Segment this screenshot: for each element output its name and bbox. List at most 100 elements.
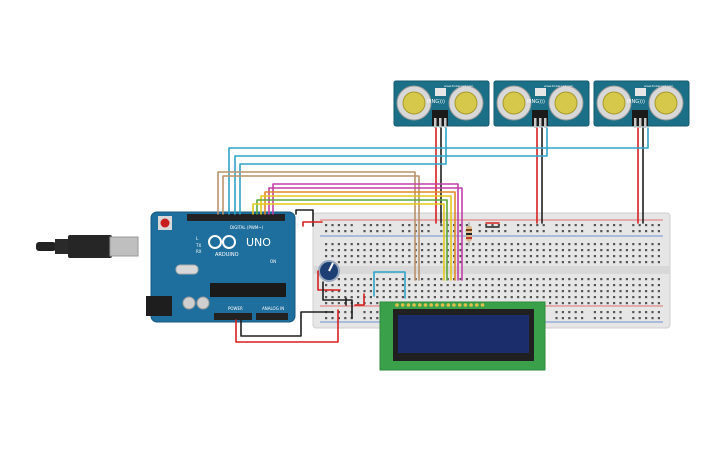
breadboard-hole <box>606 230 609 233</box>
breadboard[interactable] <box>312 212 671 329</box>
breadboard-hole <box>421 290 424 293</box>
breadboard-hole <box>433 296 436 299</box>
breadboard-hole <box>510 284 513 287</box>
arduino-uno-board[interactable]: UNO ARDUINO DIGITAL (PWM~) L TX RX ON PO… <box>36 211 296 323</box>
resistor <box>466 222 472 246</box>
breadboard-hole <box>555 302 558 305</box>
breadboard-hole <box>357 290 360 293</box>
lcd-pin <box>435 303 439 307</box>
breadboard-hole <box>632 296 635 299</box>
breadboard-hole <box>497 255 500 258</box>
breadboard-hole <box>344 284 347 287</box>
breadboard-hole <box>536 249 539 252</box>
breadboard-hole <box>645 278 648 281</box>
breadboard-hole <box>376 290 379 293</box>
breadboard-hole <box>337 278 340 281</box>
breadboard-hole <box>491 255 494 258</box>
breadboard-hole <box>657 249 660 252</box>
breadboard-hole <box>529 255 532 258</box>
breadboard-hole <box>606 243 609 246</box>
lcd-pin <box>457 303 462 307</box>
breadboard-hole <box>478 255 481 258</box>
breadboard-hole <box>651 296 654 299</box>
breadboard-hole <box>440 224 443 227</box>
breadboard-hole <box>421 261 424 264</box>
breadboard-hole <box>523 243 526 246</box>
breadboard-hole <box>587 290 590 293</box>
breadboard-hole <box>440 296 443 299</box>
breadboard-hole <box>510 278 513 281</box>
breadboard-hole <box>613 302 616 305</box>
breadboard-hole <box>625 278 628 281</box>
breadboard-hole <box>350 296 353 299</box>
breadboard-hole <box>645 290 648 293</box>
breadboard-hole <box>593 311 596 314</box>
breadboard-hole <box>472 296 475 299</box>
breadboard-hole <box>497 296 500 299</box>
breadboard-hole <box>472 261 475 264</box>
breadboard-hole <box>587 261 590 264</box>
breadboard-hole <box>401 261 404 264</box>
breadboard-hole <box>657 230 660 233</box>
digital-header <box>187 214 285 221</box>
breadboard-hole <box>408 243 411 246</box>
lcd-pin <box>463 303 468 307</box>
lcd-pin <box>475 303 479 307</box>
breadboard-hole <box>344 224 347 227</box>
sensor-pin <box>434 118 437 128</box>
breadboard-hole <box>344 255 347 258</box>
breadboard-hole <box>517 255 520 258</box>
ultrasonic-sensor-1[interactable]: PING))) www.tinkercad.com <box>393 80 490 128</box>
breadboard-hole <box>613 243 616 246</box>
breadboard-hole <box>497 243 500 246</box>
breadboard-hole <box>632 284 635 287</box>
breadboard-hole <box>485 230 488 233</box>
sensor-pin <box>444 118 447 128</box>
ultrasonic-sensor-3[interactable]: PING))) www.tinkercad.com <box>593 80 690 128</box>
breadboard-hole <box>613 311 616 314</box>
red-wire <box>235 309 339 343</box>
breadboard-hole <box>325 230 328 233</box>
breadboard-hole <box>350 284 353 287</box>
breadboard-hole <box>638 261 641 264</box>
breadboard-hole <box>363 230 366 233</box>
breadboard-hole <box>606 249 609 252</box>
breadboard-hole <box>465 224 468 227</box>
lcd-pin <box>446 303 451 307</box>
breadboard-hole <box>376 311 379 314</box>
breadboard-hole <box>421 255 424 258</box>
breadboard-hole <box>465 255 468 258</box>
breadboard-hole <box>638 317 641 320</box>
breadboard-hole <box>497 230 500 233</box>
sensor-pin <box>639 118 642 128</box>
l-label: L <box>196 236 199 241</box>
breadboard-hole <box>536 255 539 258</box>
breadboard-hole <box>485 290 488 293</box>
breadboard-hole <box>619 302 622 305</box>
breadboard-hole <box>581 243 584 246</box>
sensor-pin <box>644 118 647 128</box>
sensor-pin <box>634 118 637 128</box>
breadboard-hole <box>613 284 616 287</box>
atmega-chip <box>210 283 286 297</box>
breadboard-hole <box>389 284 392 287</box>
potentiometer[interactable] <box>318 260 340 282</box>
breadboard-hole <box>517 243 520 246</box>
breadboard-hole <box>357 296 360 299</box>
breadboard-hole <box>581 230 584 233</box>
breadboard-hole <box>401 290 404 293</box>
breadboard-hole <box>408 230 411 233</box>
breadboard-hole <box>510 296 513 299</box>
breadboard-hole <box>651 284 654 287</box>
breadboard-hole <box>485 284 488 287</box>
breadboard-hole <box>510 255 513 258</box>
breadboard-hole <box>465 278 468 281</box>
breadboard-hole <box>568 243 571 246</box>
breadboard-hole <box>491 296 494 299</box>
breadboard-hole <box>472 243 475 246</box>
breadboard-hole <box>337 290 340 293</box>
breadboard-hole <box>657 317 660 320</box>
breadboard-hole <box>350 243 353 246</box>
ultrasonic-sensor-2[interactable]: PING))) www.tinkercad.com <box>493 80 590 128</box>
